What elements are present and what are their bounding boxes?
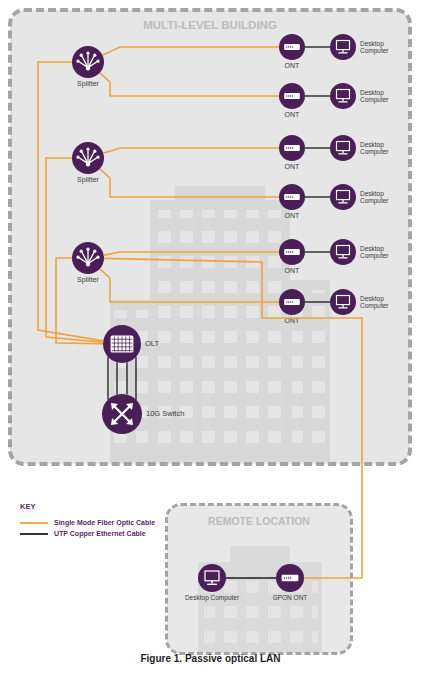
desktop-node: Desktop Computer xyxy=(330,34,356,60)
fiber-cable xyxy=(38,62,103,341)
legend-swatch xyxy=(20,531,50,537)
fiber-cable xyxy=(100,169,279,197)
figure-caption: Figure 1. Passive optical LAN xyxy=(0,653,421,664)
node-label: Desktop Computer xyxy=(360,295,400,309)
copper-cable xyxy=(305,301,330,302)
building-fill xyxy=(10,10,410,464)
splitter-node: Splitter xyxy=(72,46,104,78)
node-label: ONT xyxy=(285,62,300,70)
ont-icon xyxy=(279,34,305,60)
legend-swatch xyxy=(20,520,50,526)
ont-icon xyxy=(279,184,305,210)
fiber-cable xyxy=(56,258,103,344)
splitter-icon xyxy=(72,242,104,274)
desk-icon xyxy=(330,135,356,161)
desktop-node: Desktop Computer xyxy=(330,83,356,109)
node-label: Splitter xyxy=(77,176,99,184)
node-label: Desktop Computer xyxy=(360,141,400,155)
desktop-node: Desktop Computer xyxy=(330,289,356,315)
copper-cable xyxy=(116,362,117,394)
desk-icon xyxy=(330,34,356,60)
ont-node: ONT xyxy=(279,289,305,315)
splitter-icon xyxy=(72,46,104,78)
node-label: GPON ONT xyxy=(273,594,308,601)
node-label: ONT xyxy=(285,111,300,119)
ont-icon xyxy=(279,289,305,315)
copper-cable xyxy=(135,357,136,400)
copper-cable xyxy=(126,362,127,394)
legend-text: Single Mode Fiber Optic Cable xyxy=(54,519,155,526)
node-label: ONT xyxy=(285,212,300,220)
desk-icon xyxy=(198,564,226,592)
fiber-cable xyxy=(103,148,279,153)
switch-node: 10G Switch xyxy=(102,394,142,434)
fiber-cable xyxy=(104,252,279,255)
copper-cable xyxy=(305,95,330,96)
copper-cable xyxy=(305,46,330,47)
node-label: ONT xyxy=(285,163,300,171)
node-label: ONT xyxy=(285,267,300,275)
box-title: REMOTE LOCATION xyxy=(168,515,350,527)
desktop-node: Desktop Computer xyxy=(330,135,356,161)
ont-node: GPON ONT xyxy=(276,564,304,592)
olt-icon xyxy=(103,325,141,363)
desktop-node: Desktop Computer xyxy=(198,564,226,592)
key-heading: KEY xyxy=(20,502,35,511)
sw-icon xyxy=(102,394,142,434)
desk-icon xyxy=(330,83,356,109)
ont-node: ONT xyxy=(279,135,305,161)
desk-icon xyxy=(330,239,356,265)
node-label: Splitter xyxy=(77,80,99,88)
fiber-cable xyxy=(103,47,280,55)
remote-fill xyxy=(167,505,351,653)
box-title: MULTI-LEVEL BUILDING xyxy=(12,19,408,31)
ont-node: ONT xyxy=(279,184,305,210)
copper-cable xyxy=(305,251,330,252)
legend-text: UTP Copper Ethernet Cable xyxy=(54,530,146,537)
fiber-cable xyxy=(46,158,103,342)
location-box: MULTI-LEVEL BUILDINGSplitterONTDesktop C… xyxy=(8,8,412,466)
ont-node: ONT xyxy=(279,83,305,109)
ont-icon xyxy=(276,564,304,592)
copper-cable xyxy=(226,577,276,578)
ont-icon xyxy=(279,83,305,109)
copper-cable xyxy=(107,357,108,400)
node-label: Desktop Computer xyxy=(360,190,400,204)
desk-icon xyxy=(330,289,356,315)
desktop-node: Desktop Computer xyxy=(330,239,356,265)
fiber-cable xyxy=(100,73,279,96)
node-label: OLT xyxy=(145,340,159,348)
fiber-cable xyxy=(100,269,279,302)
olt-node: OLT xyxy=(103,325,141,363)
node-label: Desktop Computer xyxy=(185,594,239,601)
copper-cable xyxy=(305,196,330,197)
desktop-node: Desktop Computer xyxy=(330,184,356,210)
splitter-node: Splitter xyxy=(72,142,104,174)
ont-icon xyxy=(279,239,305,265)
building-silhouette xyxy=(110,186,330,462)
node-label: Desktop Computer xyxy=(360,89,400,103)
ont-icon xyxy=(279,135,305,161)
splitter-icon xyxy=(72,142,104,174)
node-label: Desktop Computer xyxy=(360,245,400,259)
copper-cable xyxy=(305,147,330,148)
ont-node: ONT xyxy=(279,34,305,60)
splitter-node: Splitter xyxy=(72,242,104,274)
ont-node: ONT xyxy=(279,239,305,265)
node-label: Splitter xyxy=(77,276,99,284)
node-label: 10G Switch xyxy=(146,410,184,418)
node-label: Desktop Computer xyxy=(360,40,400,54)
location-box: REMOTE LOCATIONDesktop ComputerGPON ONT xyxy=(165,503,353,655)
desk-icon xyxy=(330,184,356,210)
